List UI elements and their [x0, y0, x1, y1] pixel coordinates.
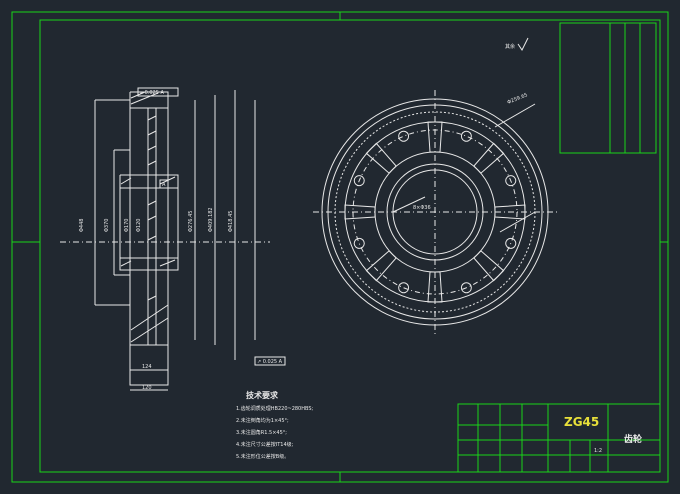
parameter-table [559, 22, 657, 154]
title-block [457, 403, 661, 473]
datum-box [159, 179, 169, 189]
dim-d-left: Φ448 [79, 219, 85, 232]
tech-req-title: 技术要求 [246, 390, 279, 400]
datum-letter: A [162, 182, 166, 188]
dim-width-a: 124 [142, 364, 152, 370]
dim-d-mid: Φ370 [104, 219, 110, 232]
dim-width-b: 120 [142, 385, 152, 391]
tolerance-frame-top [137, 87, 179, 97]
tech-req-item: 4.未注尺寸公差按IT14级; [236, 441, 294, 448]
dim-d-bore: Φ120 [136, 219, 142, 232]
tech-req-item: 5.未注形位公差按B级。 [236, 453, 289, 460]
tolerance-top-text: ⌀ 0.025 A [140, 90, 165, 96]
dim-d-hub: Φ170 [124, 219, 130, 232]
part-name: 齿轮 [624, 433, 642, 445]
scale-label: 1:2 [594, 448, 602, 454]
roughness-symbol [517, 37, 529, 51]
front-view [313, 90, 557, 334]
roughness-note: 其余 [505, 43, 515, 50]
inner-border [39, 19, 661, 473]
dim-d-r1: Φ276.45 [188, 211, 194, 232]
outer-border [11, 11, 669, 483]
tolerance-bottom-text: ↗ 0.025 A [257, 359, 283, 365]
tech-req-item: 1.齿轮调质处理HB220~280HBS; [236, 405, 314, 412]
dim-d-r2: Φ409.182 [208, 207, 214, 232]
dim-pitch-circle: Φ259.65 [507, 92, 529, 106]
dim-hole-note: 8×Φ36 [413, 205, 431, 211]
tech-req-item: 3.未注圆角R1.5×45°; [236, 429, 287, 436]
section-view [60, 90, 270, 391]
tolerance-frame-bottom [254, 356, 286, 366]
tech-req-item: 2.未注倒角均为1×45°; [236, 417, 289, 424]
material-label: ZG45 [564, 415, 599, 429]
dim-d-r3: Φ418.45 [228, 211, 234, 232]
